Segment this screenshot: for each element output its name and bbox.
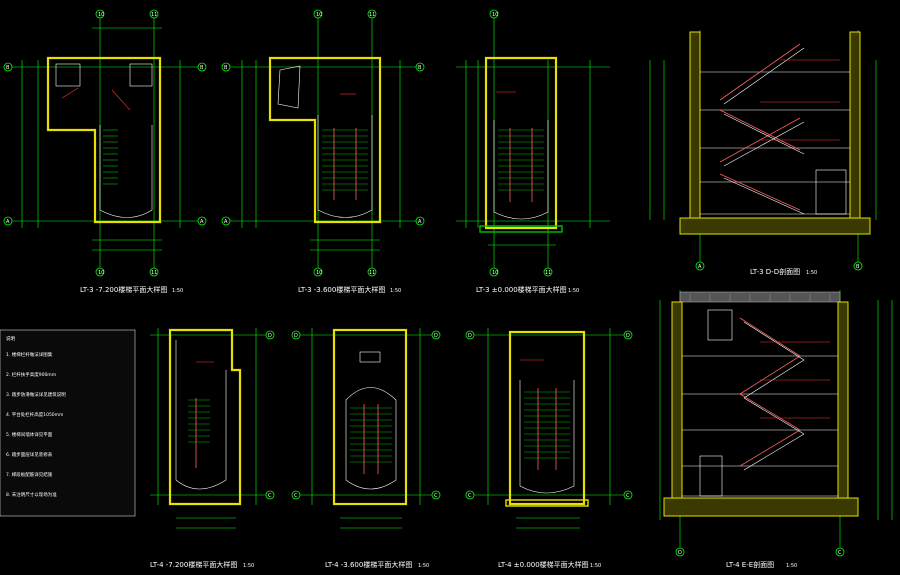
grid-bubble-label: B bbox=[6, 65, 10, 71]
note-line: 7. 梯段板配筋详见结施 bbox=[6, 471, 53, 478]
grid-bubble-label: 10 bbox=[492, 270, 498, 276]
stair-flights bbox=[739, 317, 805, 471]
stair-treads bbox=[103, 129, 118, 185]
plan-lt4-minus7200[interactable]: D C LT-4 -7.200楼梯平面大样图 1:50 bbox=[150, 328, 275, 569]
note-line: 3. 踏步防滑做法详见建筑说明 bbox=[6, 391, 66, 398]
section-wall bbox=[689, 31, 701, 233]
drawing-scale: 1:50 bbox=[568, 288, 579, 294]
drawing-title: LT-4 E-E剖面图 bbox=[726, 560, 774, 569]
grid-bubble-label: 10 bbox=[316, 270, 322, 276]
drawing-title: LT-4 ±0.000楼梯平面大样图 bbox=[498, 560, 589, 569]
drawing-title: LT-3 D-D剖面图 bbox=[750, 267, 800, 276]
roof-truss bbox=[689, 294, 831, 302]
grid-bubble-label: 11 bbox=[151, 12, 157, 18]
floor-slabs bbox=[700, 71, 850, 215]
drawing-scale: 1:50 bbox=[243, 563, 254, 569]
drawing-title: LT-3 -7.200楼梯平面大样图 bbox=[80, 285, 167, 294]
grid-bubble-label: D bbox=[468, 333, 472, 339]
stair-flights bbox=[719, 43, 805, 215]
drawing-scale: 1:50 bbox=[172, 288, 183, 294]
grid-bubble-label: B bbox=[200, 65, 204, 71]
floor-slabs bbox=[682, 355, 838, 497]
drawing-scale: 1:50 bbox=[590, 563, 601, 569]
drawing-title: LT-3 -3.600楼梯平面大样图 bbox=[298, 285, 385, 294]
grid-bubble-label: D bbox=[434, 333, 438, 339]
notes-title: 说明 bbox=[6, 335, 15, 342]
grid-bubble-label: A bbox=[698, 264, 702, 270]
note-line: 1. 楼梯栏杆做法详图集 bbox=[6, 351, 53, 358]
stair-treads bbox=[188, 399, 210, 443]
stair-treads bbox=[524, 391, 570, 459]
plan-lt4-pm0000[interactable]: D C D C LT-4 ±0 bbox=[465, 328, 633, 569]
grid-bubble-label: C bbox=[468, 493, 472, 499]
stair-wall bbox=[46, 56, 162, 224]
grid-bubble bbox=[675, 547, 685, 557]
grid-bubble-label: D bbox=[268, 333, 272, 339]
drawing-scale: 1:50 bbox=[806, 270, 817, 276]
grid-bubble-label: B bbox=[418, 65, 422, 71]
stair-wall bbox=[332, 328, 408, 506]
plan-lt3-minus7200[interactable]: 10 11 B A B A 10 11 bbox=[3, 9, 207, 294]
grid-bubble-label: D bbox=[626, 333, 630, 339]
section-wall bbox=[671, 301, 683, 509]
drawing-scale: 1:50 bbox=[786, 563, 797, 569]
notes-panel: 说明 1. 楼梯栏杆做法详图集 2. 栏杆扶手高度900mm 3. 踏步防滑做法… bbox=[0, 329, 136, 517]
drawing-title: LT-3 ±0.000楼梯平面大样图 bbox=[476, 285, 567, 294]
grid-bubble-label: C bbox=[626, 493, 630, 499]
grid-bubble-label: D bbox=[678, 550, 682, 556]
grid-bubble-label: 11 bbox=[151, 270, 157, 276]
grid-bubble-label: A bbox=[224, 219, 228, 225]
plan-lt3-pm0000[interactable]: 10 10 11 LT-3 ±0.000楼 bbox=[456, 9, 610, 294]
grid-bubble bbox=[853, 261, 863, 271]
stair-wall bbox=[484, 56, 558, 230]
note-line: 8. 未注明尺寸以现场为准 bbox=[6, 491, 57, 498]
grid-bubble-label: C bbox=[838, 550, 842, 556]
note-line: 6. 踏步面层详见装修表 bbox=[6, 451, 53, 458]
grid-bubble-label: 10 bbox=[98, 270, 104, 276]
note-line: 4. 平台处栏杆高度1050mm bbox=[6, 411, 63, 418]
drawing-title: LT-4 -3.600楼梯平面大样图 bbox=[325, 560, 412, 569]
section-wall bbox=[849, 31, 861, 233]
grid-bubble bbox=[695, 261, 705, 271]
stair-treads bbox=[322, 129, 368, 191]
stair-wall bbox=[508, 330, 586, 506]
drawing-scale: 1:50 bbox=[418, 563, 429, 569]
note-line: 2. 栏杆扶手高度900mm bbox=[6, 371, 56, 378]
grid-bubble-label: 11 bbox=[369, 270, 375, 276]
grid-bubble bbox=[835, 547, 845, 557]
grid-bubble-label: C bbox=[434, 493, 438, 499]
grid-bubble-label: 10 bbox=[492, 12, 498, 18]
grid-bubble-label: A bbox=[6, 219, 10, 225]
section-lt4-ee[interactable]: D C bbox=[659, 290, 893, 569]
drawing-title: LT-4 -7.200楼梯平面大样图 bbox=[150, 560, 237, 569]
section-lt3-dd[interactable]: A B LT-3 D-D剖面图 1:50 bbox=[649, 30, 877, 276]
section-wall bbox=[837, 301, 849, 509]
grid-bubble-label: C bbox=[268, 493, 272, 499]
stair-treads bbox=[498, 129, 544, 191]
stair-wall bbox=[268, 56, 382, 224]
grid-bubble-label: 11 bbox=[369, 12, 375, 18]
plan-lt3-minus3600[interactable]: 10 11 B A B A 10 11 bbox=[221, 9, 425, 294]
grid-bubble-label: B bbox=[856, 264, 860, 270]
grid-bubble-label: A bbox=[418, 219, 422, 225]
grid-bubble-label: 11 bbox=[545, 270, 551, 276]
plan-lt4-minus3600[interactable]: D C D C LT-4 -3.600楼梯平面大样图 1:5 bbox=[291, 328, 441, 569]
grid-bubble-label: C bbox=[294, 493, 298, 499]
grid-bubble-label: A bbox=[200, 219, 204, 225]
stair-wall bbox=[168, 328, 242, 506]
drawing-scale: 1:50 bbox=[390, 288, 401, 294]
grid-bubble-label: B bbox=[224, 65, 228, 71]
grid-bubble-label: 10 bbox=[98, 12, 104, 18]
note-line: 5. 楼梯间墙体详见平面 bbox=[6, 431, 53, 438]
grid-bubble-label: D bbox=[294, 333, 298, 339]
grid-bubble-label: 10 bbox=[316, 12, 322, 18]
stair-treads bbox=[350, 407, 392, 463]
